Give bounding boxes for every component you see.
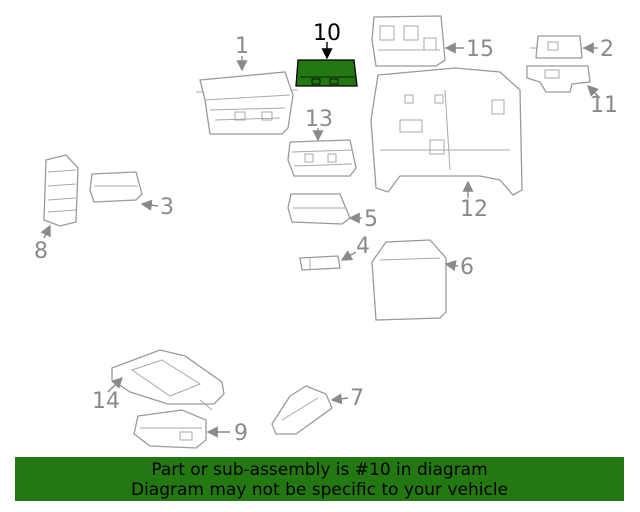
part-15-bracket[interactable] xyxy=(371,15,446,67)
callout-13: 13 xyxy=(305,107,333,132)
part-3-module[interactable] xyxy=(89,171,143,203)
part-5-module[interactable] xyxy=(287,193,351,225)
part-14-frame[interactable] xyxy=(111,349,225,411)
callout-10: 10 xyxy=(313,21,341,46)
leader-lines xyxy=(40,42,601,438)
part-1-module[interactable] xyxy=(196,71,298,135)
callout-9: 9 xyxy=(234,421,248,446)
banner-line-1: Part or sub-assembly is #10 in diagram xyxy=(151,460,488,480)
callout-1: 1 xyxy=(235,34,249,59)
callout-14: 14 xyxy=(92,389,120,414)
callout-7: 7 xyxy=(350,386,364,411)
callout-8: 8 xyxy=(34,239,48,264)
part-10-module-highlighted[interactable] xyxy=(295,59,358,87)
banner-line-2: Diagram may not be specific to your vehi… xyxy=(130,480,508,500)
callout-5: 5 xyxy=(364,207,378,232)
part-6-plate[interactable] xyxy=(371,239,447,321)
part-11-bracket[interactable] xyxy=(526,65,591,93)
callout-12: 12 xyxy=(460,197,488,222)
part-12-housing[interactable] xyxy=(370,67,523,196)
callout-15: 15 xyxy=(466,37,494,62)
part-4-sensor[interactable] xyxy=(299,255,341,271)
callout-3: 3 xyxy=(160,195,174,220)
part-2-connector[interactable] xyxy=(530,35,590,59)
callout-2: 2 xyxy=(600,37,614,62)
callout-11: 11 xyxy=(590,93,618,118)
part-8-module[interactable] xyxy=(43,154,79,227)
notice-banner: Part or sub-assembly is #10 in diagram D… xyxy=(15,457,624,501)
part-13-bracket[interactable] xyxy=(287,139,357,177)
callout-6: 6 xyxy=(460,255,474,280)
part-9-module[interactable] xyxy=(133,409,207,449)
callout-4: 4 xyxy=(356,234,370,259)
part-7-bracket[interactable] xyxy=(271,385,333,435)
